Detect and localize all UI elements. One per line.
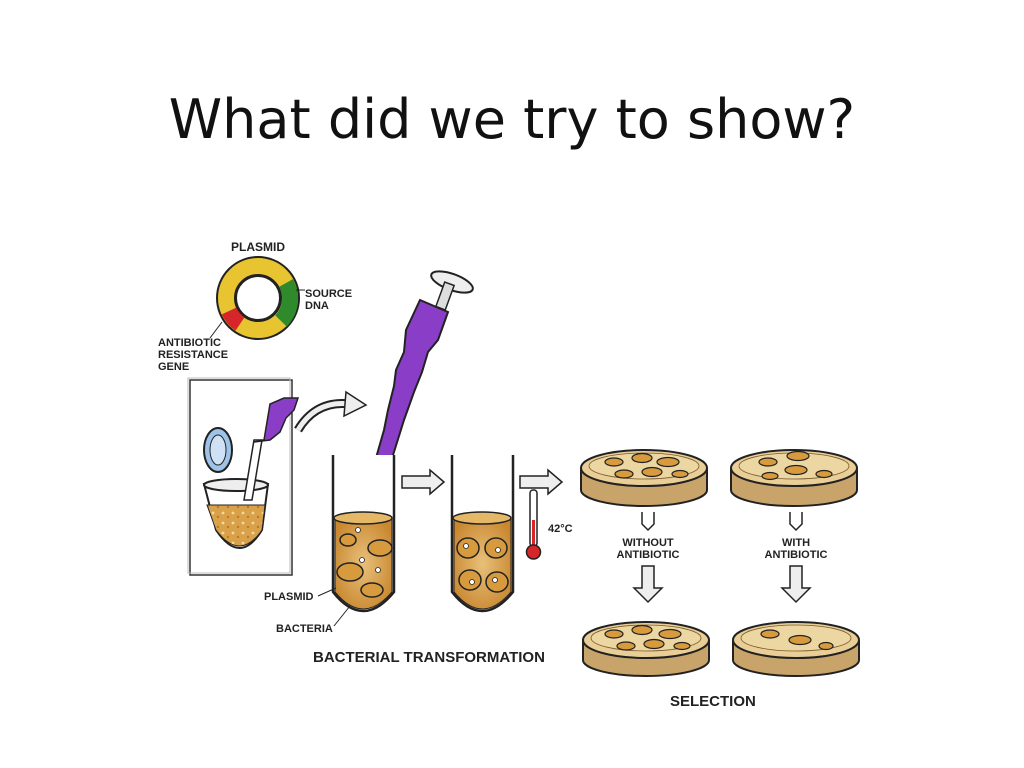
curved-arrow <box>294 390 368 433</box>
with-label-2: ANTIBIOTIC <box>765 549 828 561</box>
source-dna-label-1: SOURCE <box>305 288 352 300</box>
resistance-gene-segment <box>221 307 245 331</box>
petri-dish-with-bottom <box>732 621 860 677</box>
small-pipette-body <box>253 397 300 443</box>
without-label-1: WITHOUT <box>622 537 674 549</box>
thermometer <box>525 489 542 560</box>
selection-label: SELECTION <box>670 693 756 710</box>
down-arrow-with <box>780 565 812 604</box>
plasmid-tube-label: PLASMID <box>264 591 314 603</box>
plasmid-label: PLASMID <box>231 240 285 254</box>
petri-dish-with-top <box>730 449 858 507</box>
arrow-to-tube-2 <box>401 468 446 496</box>
plasmid-ring <box>216 256 300 340</box>
down-arrow-without <box>632 565 664 604</box>
antibiotic-label-1: ANTIBIOTIC <box>158 337 221 349</box>
antibiotic-label-2: RESISTANCE <box>158 349 228 361</box>
pipette-body <box>370 298 450 480</box>
temperature-label: 42°C <box>548 523 573 535</box>
microtube-panel <box>187 377 300 576</box>
arrow-to-plates <box>519 468 564 496</box>
petri-dish-without-bottom <box>582 621 710 677</box>
with-antibiotic-marker <box>789 512 803 532</box>
bacteria-label: BACTERIA <box>276 623 333 635</box>
slide-title: What did we try to show? <box>168 88 856 151</box>
source-dna-label-2: DNA <box>305 300 329 312</box>
with-label-1: WITH <box>782 537 810 549</box>
test-tube-1 <box>331 455 396 613</box>
without-antibiotic-marker <box>641 512 655 532</box>
source-dna-segment <box>274 279 299 327</box>
petri-dish-without-top <box>580 449 708 507</box>
without-label-2: ANTIBIOTIC <box>617 549 680 561</box>
test-tube-2 <box>450 455 515 613</box>
bacterial-transformation-label: BACTERIAL TRANSFORMATION <box>313 649 545 666</box>
antibiotic-label-3: GENE <box>158 361 189 373</box>
